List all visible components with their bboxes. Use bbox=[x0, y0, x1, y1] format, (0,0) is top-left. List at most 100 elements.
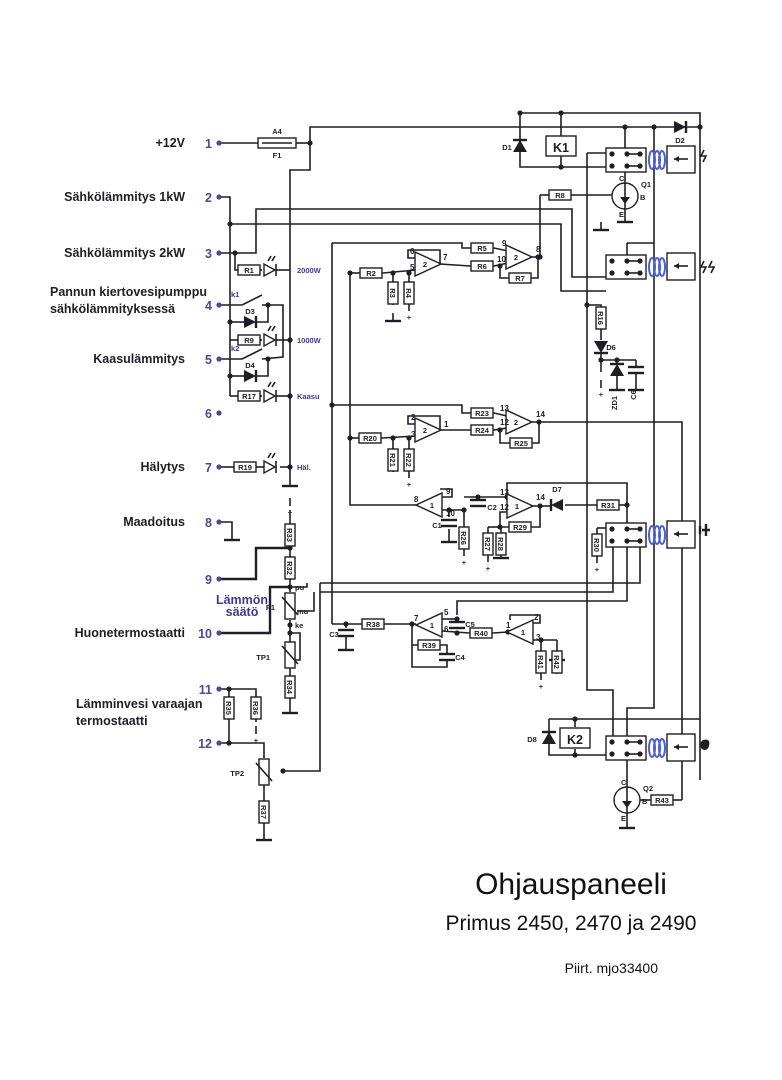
capacitor-c1: C1 bbox=[432, 518, 457, 530]
plus-supply-icon: + bbox=[462, 558, 467, 567]
terminal-pin bbox=[216, 302, 222, 308]
junction-dot bbox=[614, 357, 620, 363]
resistor-label: R43 bbox=[655, 796, 669, 805]
opamp-pin-number: 3 bbox=[536, 633, 541, 642]
junction-dot bbox=[406, 435, 412, 441]
transistor-label: Q1 bbox=[641, 180, 651, 189]
arrow-left-icon bbox=[674, 744, 679, 750]
emitter-arrow-icon bbox=[620, 197, 630, 204]
transistor-pin-e: E bbox=[621, 814, 626, 823]
diode-icon bbox=[244, 370, 256, 382]
opamp-unit: 1 bbox=[430, 501, 434, 510]
led-label: 2000W bbox=[297, 266, 322, 275]
resistor-label: R3 bbox=[388, 288, 397, 298]
resistor-body bbox=[458, 526, 470, 550]
opamp-symbol bbox=[414, 611, 443, 639]
junction-dot bbox=[329, 402, 335, 408]
led-icon bbox=[263, 262, 277, 278]
resistor-r9: R9 bbox=[237, 334, 261, 346]
resistor-r31: R31 bbox=[596, 499, 620, 511]
diode-icon bbox=[551, 499, 563, 511]
resistor-label: R40 bbox=[474, 629, 488, 638]
transistor-pin-b: B bbox=[640, 193, 646, 202]
resistor-r30: R30 bbox=[591, 533, 603, 557]
opamp-unit: 1 bbox=[430, 621, 434, 630]
opamp-symbol bbox=[414, 491, 443, 519]
plus-supply-icon: + bbox=[288, 508, 293, 517]
terminal-number: 7 bbox=[205, 461, 212, 475]
junction-dot bbox=[572, 716, 578, 722]
opamp-unit: 2 bbox=[423, 426, 427, 435]
wire bbox=[271, 452, 276, 459]
diode-d2: D2 bbox=[674, 121, 688, 145]
terminal-label: Kaasulämmitys bbox=[93, 352, 185, 366]
wire bbox=[220, 196, 231, 396]
junction-dot bbox=[622, 124, 628, 130]
arrow-left-icon bbox=[674, 531, 679, 537]
resistor-body bbox=[470, 424, 494, 436]
resistor-body bbox=[482, 532, 494, 556]
resistor-label: R38 bbox=[366, 620, 380, 629]
relay-3-contacts bbox=[605, 520, 696, 549]
opamp-symbol bbox=[506, 492, 535, 520]
diode-d1: D1 bbox=[502, 138, 527, 152]
diode-d6: D6 bbox=[594, 341, 616, 355]
potentiometer-tp2: TP2 bbox=[230, 758, 273, 786]
switch-label: k1 bbox=[231, 290, 239, 299]
resistor-body bbox=[284, 523, 296, 547]
resistor-r42: R42 bbox=[551, 650, 563, 674]
resistor-body bbox=[237, 264, 261, 276]
junction-dot bbox=[307, 140, 313, 146]
opamp-symbol bbox=[505, 408, 534, 436]
opamp-pin-number: 8 bbox=[536, 245, 541, 254]
resistor-label: R25 bbox=[514, 439, 528, 448]
junction-dot bbox=[609, 751, 615, 757]
terminal-pin bbox=[216, 356, 222, 362]
terminal-9: 9 bbox=[205, 573, 222, 587]
wire bbox=[439, 263, 471, 267]
opamp-pin-number: 12 bbox=[500, 503, 509, 512]
opamp: 1 bbox=[414, 491, 443, 519]
resistor-r21: R21 bbox=[387, 448, 399, 472]
terminal-pin bbox=[216, 740, 222, 746]
switch-contact: k1 bbox=[231, 290, 263, 306]
opamp-pin-number: 13 bbox=[500, 488, 509, 497]
opamp-symbol bbox=[414, 416, 443, 444]
resistor-label: R20 bbox=[363, 434, 377, 443]
capacitor-label: C5 bbox=[465, 620, 475, 629]
junction-dot bbox=[287, 622, 293, 628]
junction-dot bbox=[497, 427, 503, 433]
transistor-pin-b: B bbox=[642, 797, 648, 806]
resistor-r27: R27 bbox=[482, 532, 494, 556]
junction-dot bbox=[497, 524, 503, 530]
pot-caption: säätö bbox=[226, 605, 259, 619]
terminal-label: Lämminvesi varaajan bbox=[76, 697, 202, 711]
water-drop-icon bbox=[700, 739, 710, 750]
terminal-6: 6 bbox=[205, 407, 222, 421]
opamp-unit: 1 bbox=[521, 628, 525, 637]
wire bbox=[267, 381, 272, 388]
junction-dot bbox=[287, 393, 293, 399]
relay-k2-contacts bbox=[605, 733, 696, 762]
diode-label: D7 bbox=[552, 485, 562, 494]
opamp-unit: 1 bbox=[515, 502, 519, 511]
opamp-pin-number: 10 bbox=[497, 255, 506, 264]
terminal-pin bbox=[216, 464, 222, 470]
wire bbox=[499, 430, 509, 444]
resistor-label: R32 bbox=[285, 561, 294, 575]
resistor-body bbox=[359, 267, 383, 279]
junction-dot bbox=[265, 302, 271, 308]
resistor-label: R27 bbox=[483, 537, 492, 551]
terminal-1: 1+12V bbox=[155, 136, 222, 151]
opamp-pin-number: 6 bbox=[410, 247, 415, 256]
diode-zd1: ZD1 bbox=[610, 362, 624, 410]
resistor-label: R9 bbox=[244, 336, 254, 345]
wire bbox=[309, 126, 700, 143]
opamp-pin-number: 12 bbox=[500, 418, 509, 427]
resistor-body bbox=[387, 448, 399, 472]
resistor-label: R33 bbox=[285, 528, 294, 542]
